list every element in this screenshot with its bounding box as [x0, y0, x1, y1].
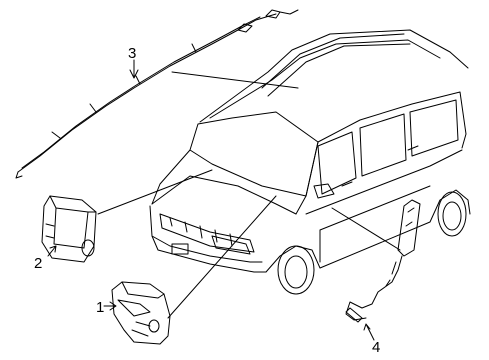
arrow-4 [363, 323, 375, 341]
leader-line-4 [331, 207, 401, 251]
leader-line-2 [97, 169, 213, 215]
curtain-airbag [15, 9, 299, 179]
arrow-3 [129, 59, 139, 79]
driver-airbag [111, 281, 171, 345]
callout-2: 2 [34, 255, 42, 272]
callout-4: 4 [372, 339, 380, 356]
leader-line-3 [171, 71, 299, 89]
arrow-1 [103, 301, 117, 311]
leader-line-1 [167, 195, 277, 319]
arrow-2 [47, 245, 57, 257]
callout-3: 3 [128, 45, 136, 62]
callout-1: 1 [96, 299, 104, 316]
vehicle-suv [149, 29, 471, 295]
passenger-airbag [41, 195, 97, 263]
seat-side-airbag [345, 199, 421, 323]
